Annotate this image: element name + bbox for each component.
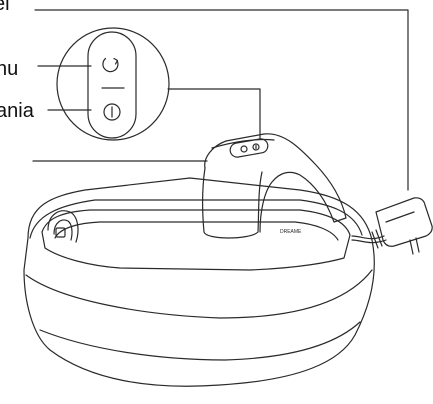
label-menu: nu	[0, 59, 18, 79]
label-cable: el	[0, 0, 10, 14]
label-power: ania	[0, 101, 34, 121]
plug-icon	[376, 198, 432, 254]
leader-line-controls	[168, 89, 260, 138]
control-panel-callout	[57, 28, 169, 140]
leader-line-cable	[35, 10, 408, 190]
power-icon	[104, 104, 120, 120]
brand-mark: DREAME	[280, 229, 302, 235]
menu-cycle-icon	[103, 59, 118, 72]
leader-lines	[33, 10, 408, 190]
base-station: DREAME	[24, 178, 374, 386]
